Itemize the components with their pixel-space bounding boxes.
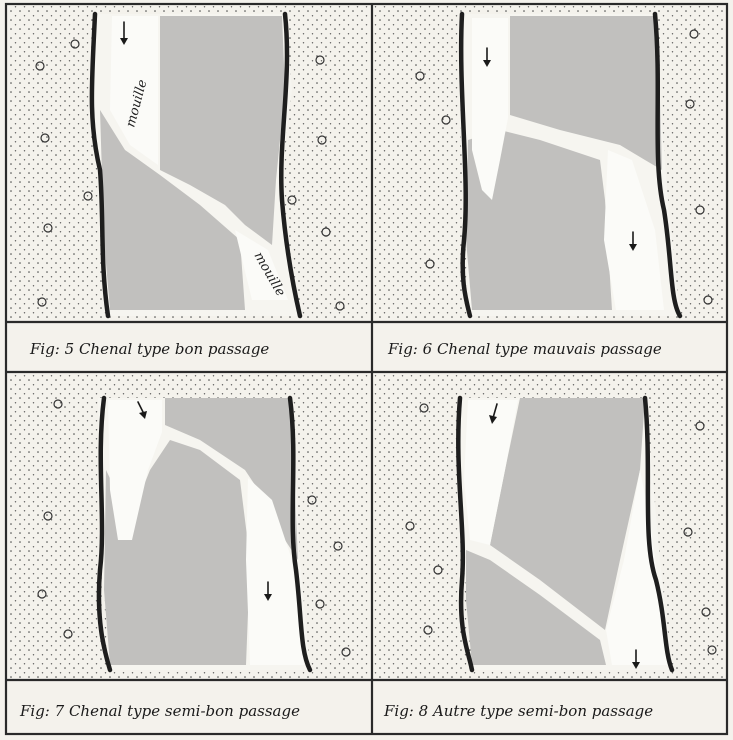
caption-fig-8: Fig: 8 Autre type semi-bon passage: [383, 702, 653, 720]
caption-fig-5: Fig: 5 Chenal type bon passage: [29, 340, 269, 358]
figure-6: Fig: 6 Chenal type mauvais passage: [374, 6, 725, 358]
figure-7: Fig: 7 Chenal type semi-bon passage: [8, 374, 370, 720]
caption-fig-6: Fig: 6 Chenal type mauvais passage: [387, 340, 662, 358]
figure-8: Fig: 8 Autre type semi-bon passage: [374, 374, 725, 720]
caption-fig-7: Fig: 7 Chenal type semi-bon passage: [19, 702, 300, 720]
